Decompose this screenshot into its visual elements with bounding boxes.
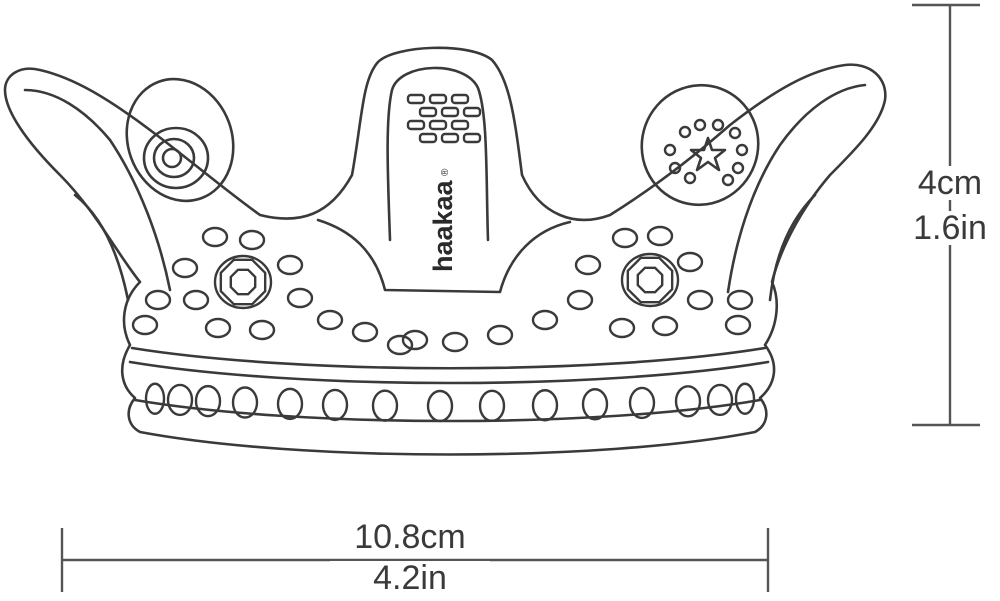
body-dot xyxy=(531,309,559,331)
band-dot xyxy=(194,384,222,418)
body-dot xyxy=(574,254,602,276)
body-dot xyxy=(646,225,674,247)
band-dot xyxy=(276,387,304,421)
body-dot xyxy=(724,314,752,336)
gem-left xyxy=(219,258,267,306)
band-dot xyxy=(628,386,656,420)
grille-slot xyxy=(418,132,438,144)
band-dot xyxy=(674,385,702,418)
star-pad-dot xyxy=(683,171,697,185)
body-dot xyxy=(608,317,636,339)
crown-right-wing-inner xyxy=(768,193,817,302)
body-dot xyxy=(204,317,232,339)
width-in-label: 4.2in xyxy=(330,561,490,595)
target-ring-outer xyxy=(142,126,210,190)
body-dot xyxy=(686,289,714,311)
grille-slot xyxy=(418,106,438,118)
band-dot xyxy=(734,382,756,415)
band-dot xyxy=(531,389,559,422)
body-dot xyxy=(651,315,679,337)
body-dot xyxy=(401,329,429,351)
star-pad-dot xyxy=(678,125,692,139)
body-dot xyxy=(566,289,594,311)
gem-left-setting xyxy=(213,254,273,310)
grille-slot xyxy=(450,119,470,131)
body-dot xyxy=(131,314,159,336)
brand-logo: haakaa xyxy=(428,179,458,272)
gem-right-setting xyxy=(620,252,680,308)
body-dot xyxy=(351,321,379,343)
band-dot xyxy=(144,382,166,415)
crown-right-wing-edge xyxy=(726,83,867,294)
body-dot xyxy=(171,257,199,279)
band-dot xyxy=(321,388,349,422)
body-dot xyxy=(441,331,469,353)
band-dot xyxy=(706,383,734,417)
band-dot xyxy=(166,383,194,417)
star-pad-dot xyxy=(693,118,707,132)
crown-body-outline xyxy=(3,46,887,456)
band-dot xyxy=(478,389,506,423)
body-dot xyxy=(286,287,314,309)
body-dot xyxy=(276,254,304,276)
target-ring-middle xyxy=(152,137,196,179)
crown-left-wing-inner xyxy=(73,193,130,302)
grille-slot xyxy=(450,93,470,105)
body-dot xyxy=(726,289,754,311)
crown-band-line-2 xyxy=(128,360,770,385)
band-dot xyxy=(231,386,259,419)
height-cm-label: 4cm xyxy=(895,166,1000,200)
crown-left-pad xyxy=(125,77,235,203)
crown-band-top xyxy=(130,346,767,370)
brand-registered-mark: ® xyxy=(440,168,451,176)
grille-slot xyxy=(428,119,448,131)
body-dot xyxy=(238,229,266,251)
body-dot xyxy=(316,309,344,331)
body-dot xyxy=(248,319,276,341)
star-pad-dot xyxy=(663,143,677,157)
width-cm-label: 10.8cm xyxy=(330,520,490,554)
height-in-label: 1.6in xyxy=(895,211,1000,245)
grille-slot xyxy=(406,119,426,131)
body-dot xyxy=(201,226,229,248)
body-dot xyxy=(144,289,172,311)
crown-band-bottom xyxy=(133,398,762,423)
band-dot xyxy=(581,388,609,421)
gem-right-facet xyxy=(636,266,664,294)
crown-right-pad xyxy=(640,83,760,207)
crown-left-wing-edge xyxy=(23,88,172,292)
grille-slot xyxy=(462,106,482,118)
star-pad-dot xyxy=(735,143,749,157)
star-pad-dot xyxy=(711,118,725,132)
star-pad-dot xyxy=(721,173,735,187)
grille-slot xyxy=(440,132,460,144)
star-pad-dot xyxy=(668,161,682,175)
grille-slot xyxy=(406,93,426,105)
target-ring-inner xyxy=(161,147,183,169)
body-dot xyxy=(486,324,514,346)
star-icon xyxy=(689,136,727,172)
crown-center-arch xyxy=(386,66,490,242)
grille-slot xyxy=(462,132,482,144)
grille-slot xyxy=(428,93,448,105)
crown-decorations xyxy=(131,93,756,423)
star-pad-dot xyxy=(731,161,745,175)
band-dot xyxy=(426,389,454,423)
gem-left-facet xyxy=(229,268,257,296)
crown-center-panel xyxy=(316,218,572,294)
grille-slot xyxy=(440,106,460,118)
body-dot xyxy=(676,251,704,273)
gem-right xyxy=(626,256,674,304)
body-dot xyxy=(611,227,639,249)
band-dot xyxy=(371,389,399,422)
star-pad-dot xyxy=(728,126,742,140)
body-dot xyxy=(386,334,414,356)
body-dot xyxy=(182,289,210,311)
